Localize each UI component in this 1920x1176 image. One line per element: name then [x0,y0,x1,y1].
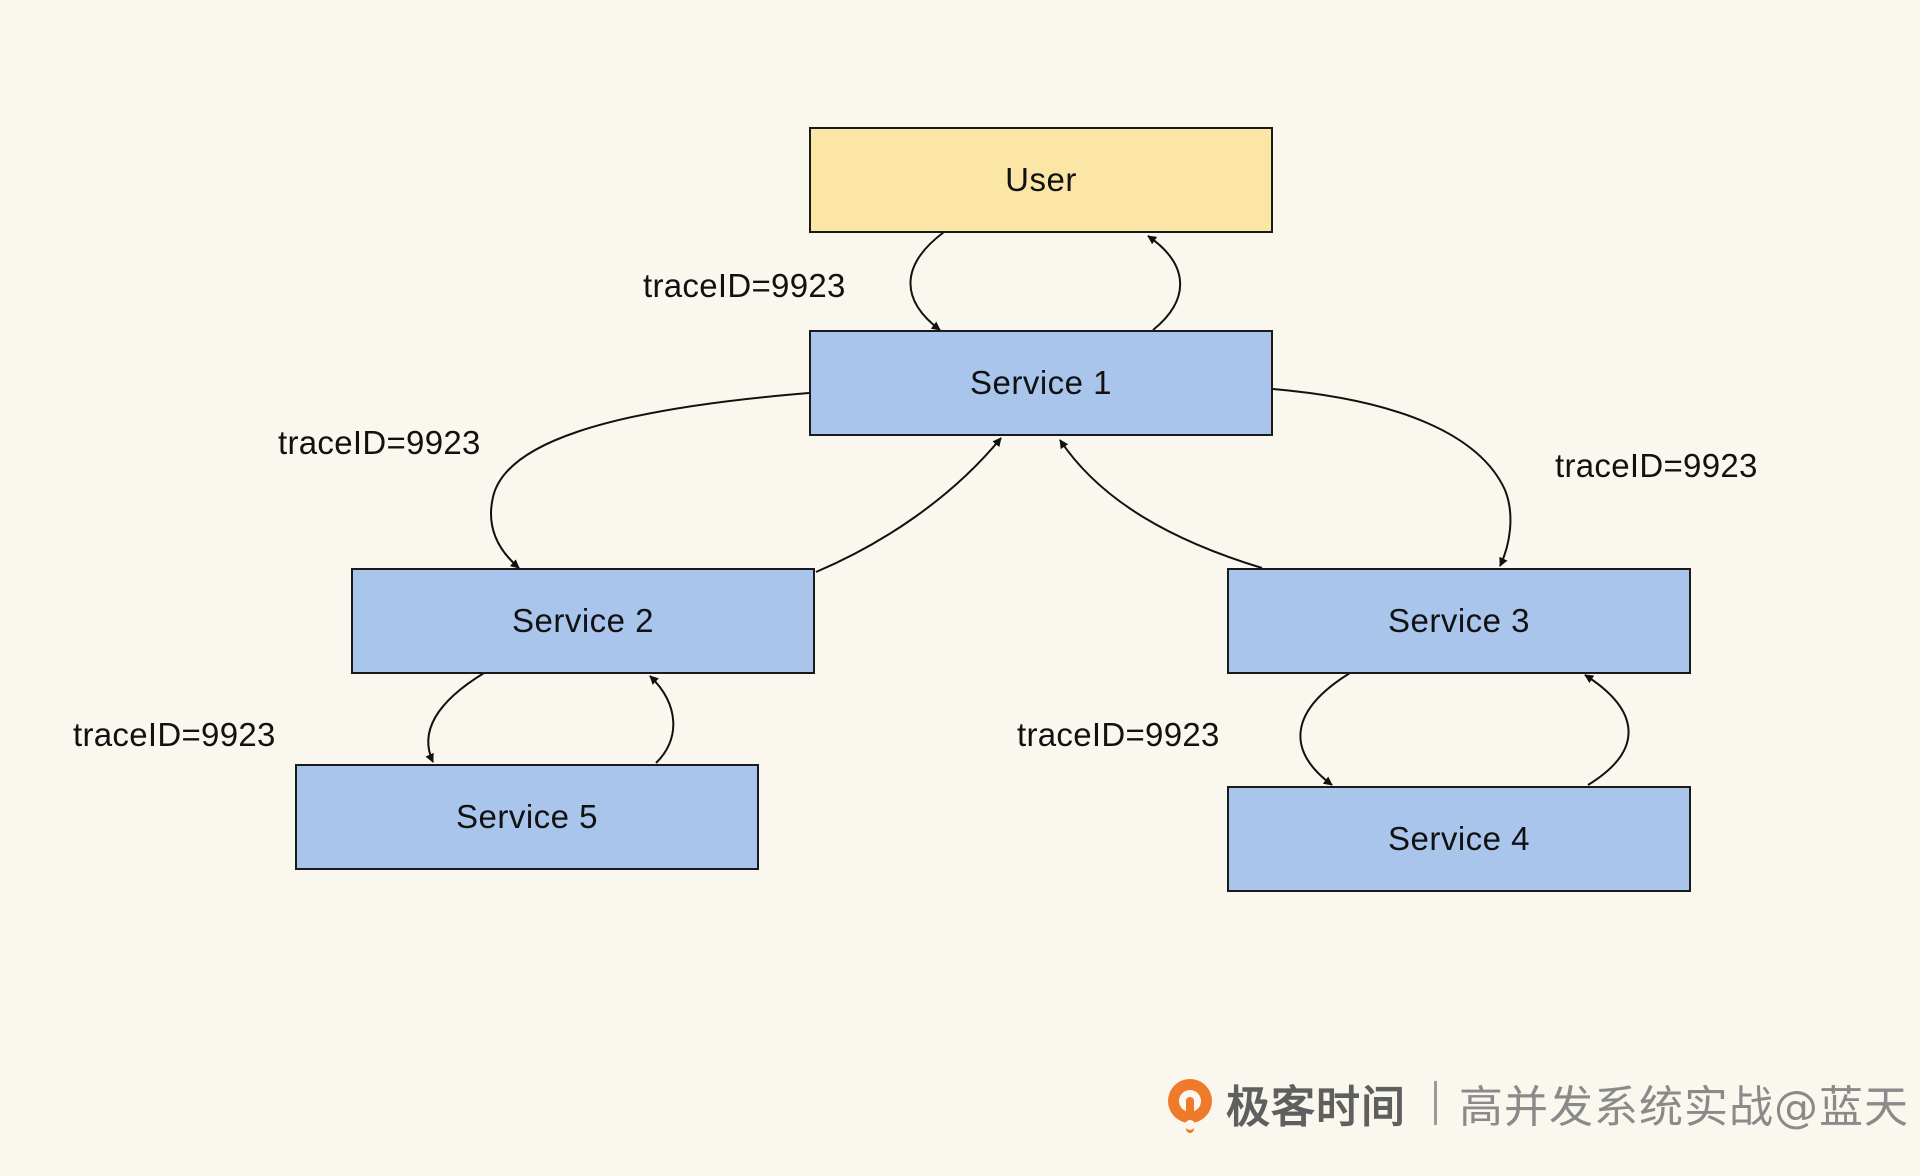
node-service-5: Service 5 [295,764,759,870]
node-service-4: Service 4 [1227,786,1691,892]
edge-service3-to-service1 [1059,439,1263,569]
edge-label-user-service1: traceID=9923 [643,267,846,304]
node-service-3: Service 3 [1227,568,1691,674]
edge-service1-to-user [1147,235,1182,331]
edge-service3-to-service4 [1299,672,1351,786]
footer-divider [1434,1081,1437,1125]
footer-watermark: 极客时间 高并发系统实战@蓝天 [1160,1070,1909,1136]
edge-label-service3-service4: traceID=9923 [1017,716,1220,753]
edge-label-service2-service5: traceID=9923 [73,716,276,753]
edge-label-service1-service2: traceID=9923 [278,424,481,461]
edge-user-to-service1 [909,231,945,331]
edge-service1-to-service2 [490,392,810,569]
course-name: 高并发系统实战@蓝天 [1459,1082,1909,1133]
edge-service4-to-service3 [1584,674,1630,786]
geektime-logo-icon [1168,1079,1212,1133]
edge-service5-to-service2 [649,675,675,764]
edge-service1-to-service3 [1272,388,1512,567]
brand-name: 极客时间 [1226,1082,1406,1133]
edge-label-service1-service3: traceID=9923 [1555,447,1758,484]
node-service-1: Service 1 [809,330,1273,436]
node-service-2: Service 2 [351,568,815,674]
edge-service2-to-service1 [815,437,1002,573]
edge-service2-to-service5 [425,672,485,763]
node-user: User [809,127,1273,233]
